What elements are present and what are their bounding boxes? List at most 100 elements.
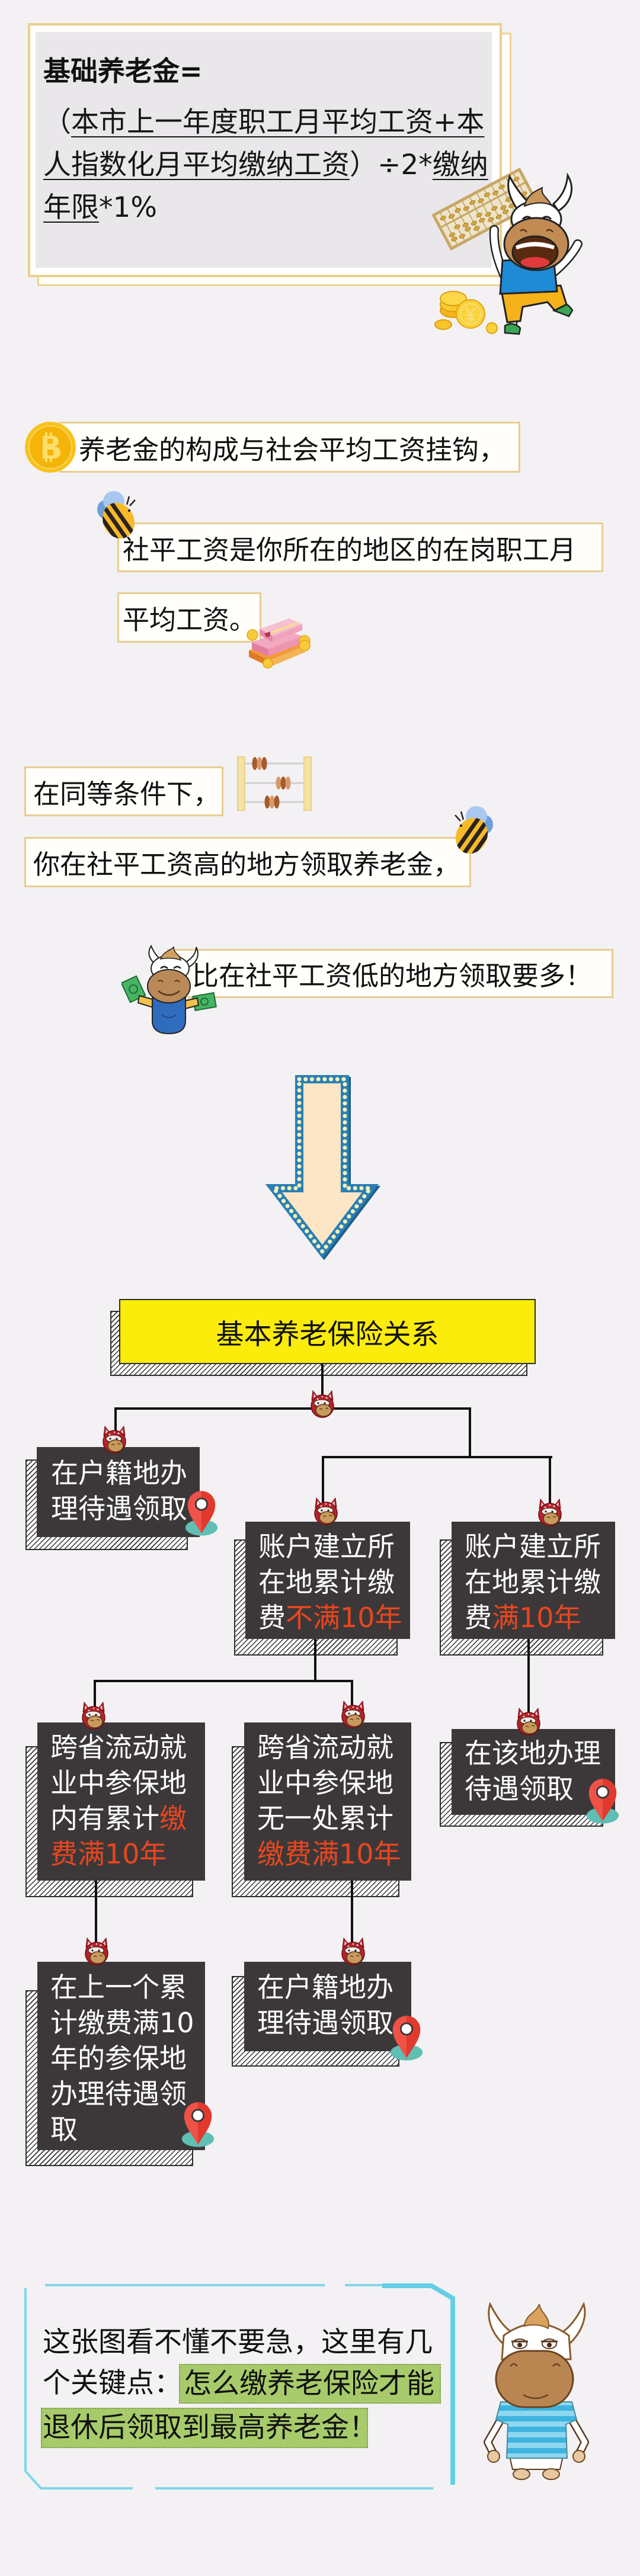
cow-in-striped-shirt-icon bbox=[484, 2301, 589, 2480]
highlight-text: 退休后领取到最高养老金！ bbox=[43, 2411, 377, 2444]
connector-line bbox=[351, 1680, 353, 1724]
node-line: 跨省流动就 bbox=[257, 1730, 411, 1765]
flowchart-root-box: 基本养老保险关系 bbox=[119, 1299, 536, 1364]
node-text: 费 bbox=[465, 1602, 492, 1634]
node-line: 业中参保地 bbox=[50, 1765, 205, 1801]
node-text-highlight: 费满10年 bbox=[50, 1838, 167, 1870]
callout-text: 在同等条件下， bbox=[33, 778, 220, 810]
node-text: 在户籍地办 bbox=[257, 1971, 393, 2003]
node-text: 在上一个累 bbox=[50, 1971, 187, 2003]
flow-node-claim-at-household-registration: 在户籍地办 理待遇领取 bbox=[37, 1447, 200, 1537]
location-pin-icon bbox=[184, 1488, 219, 1536]
cow-with-abacus-and-coins-icon bbox=[431, 167, 583, 335]
formula-segment: （ bbox=[43, 106, 71, 139]
node-line: 在地累计缴 bbox=[465, 1564, 615, 1600]
node-text-highlight: 缴 bbox=[159, 1802, 187, 1834]
connector-line bbox=[321, 1364, 324, 1410]
node-line: 费满10年 bbox=[465, 1600, 615, 1635]
callout-higher-wage-area: 你在社平工资高的地方领取养老金， bbox=[24, 837, 471, 887]
node-text: 跨省流动就 bbox=[257, 1731, 393, 1763]
callout-same-conditions: 在同等条件下， bbox=[24, 766, 223, 816]
callout-social-average-wage-definition: 社平工资是你所在的地区的在岗职工月 bbox=[117, 522, 603, 572]
node-text: 无一处累计 bbox=[257, 1802, 393, 1834]
cow-head-badge-icon bbox=[341, 1936, 366, 1966]
flow-node-claim-at-household-registration-2: 在户籍地办 理待遇领取 bbox=[244, 1962, 411, 2051]
node-text: 办理待遇领 bbox=[50, 2078, 187, 2110]
highlight-text: 怎么缴养老保险才能 bbox=[184, 2368, 434, 2400]
callout-more-than-lower-wage-area: 比在社平工资低的地方领取要多！ bbox=[167, 949, 613, 998]
abacus-icon bbox=[237, 756, 312, 811]
cow-head-badge-icon bbox=[84, 1936, 109, 1966]
node-line: 取 bbox=[50, 2112, 205, 2147]
connector-line bbox=[114, 1407, 471, 1410]
cow-holding-money-icon bbox=[121, 945, 217, 1035]
summary-line-1: 这张图看不懂不要急，这里有几 bbox=[43, 2326, 433, 2359]
formula-segment: ）÷2* bbox=[350, 149, 433, 181]
node-text: 待遇领取 bbox=[465, 1773, 574, 1805]
connector-line bbox=[549, 1456, 551, 1522]
formula-line-2: 人指数化月平均缴纳工资）÷2*缴纳 bbox=[43, 144, 488, 187]
node-line: 费满10年 bbox=[50, 1836, 205, 1872]
node-line: 理待遇领取 bbox=[51, 1491, 200, 1526]
flow-node-cross-province-with-10-years: 跨省流动就 业中参保地 内有累计缴 费满10年 bbox=[37, 1722, 205, 1881]
callout-text: 平均工资。 bbox=[123, 604, 257, 636]
node-line: 计缴费满10 bbox=[50, 2005, 205, 2041]
node-line: 费不满10年 bbox=[258, 1600, 410, 1635]
node-line: 账户建立所 bbox=[258, 1529, 410, 1564]
connector-line bbox=[527, 1639, 530, 1729]
node-line: 跨省流动就 bbox=[50, 1730, 205, 1765]
formula-line-1: （本市上一年度职工月平均工资+本 bbox=[43, 101, 484, 144]
node-line: 办理待遇领 bbox=[50, 2076, 205, 2112]
formula-segment: 年限 bbox=[43, 191, 99, 224]
callout-average-wage: 平均工资。 bbox=[117, 592, 261, 643]
node-text: 计缴费满10 bbox=[50, 2007, 194, 2039]
node-line: 待遇领取 bbox=[465, 1771, 615, 1807]
node-text: 跨省流动就 bbox=[50, 1731, 187, 1763]
formula-segment: *1% bbox=[99, 191, 158, 224]
cow-head-badge-icon bbox=[537, 1497, 562, 1527]
location-pin-icon bbox=[389, 2013, 424, 2061]
node-text: 账户建立所 bbox=[465, 1531, 601, 1563]
bee-icon bbox=[450, 806, 494, 855]
flow-node-claim-locally: 在该地办理 待遇领取 bbox=[452, 1729, 615, 1815]
node-line: 理待遇领取 bbox=[257, 2005, 411, 2041]
node-line: 在户籍地办 bbox=[51, 1455, 200, 1491]
flow-node-cross-province-without-10-years: 跨省流动就 业中参保地 无一处累计 缴费满10年 bbox=[244, 1722, 411, 1881]
money-stack-icon bbox=[247, 618, 311, 669]
callout-text: 社平工资是你所在的地区的在岗职工月 bbox=[123, 534, 577, 566]
formula-line-3: 年限*1% bbox=[43, 187, 157, 229]
node-text: 在该地办理 bbox=[465, 1737, 601, 1769]
node-line: 年的参保地 bbox=[50, 2041, 205, 2076]
node-text: 业中参保地 bbox=[257, 1767, 393, 1799]
cow-head-badge-icon bbox=[341, 1699, 366, 1729]
callout-text: 养老金的构成与社会平均工资挂钩， bbox=[79, 434, 506, 466]
node-text: 理待遇领取 bbox=[51, 1493, 187, 1525]
connector-line bbox=[322, 1456, 552, 1458]
node-line: 账户建立所 bbox=[465, 1529, 615, 1564]
node-text-highlight: 不满10年 bbox=[286, 1602, 402, 1634]
callout-text: 你在社平工资高的地方领取养老金， bbox=[33, 849, 460, 880]
bitcoin-coin-icon bbox=[25, 422, 76, 473]
node-text-highlight: 缴费满10年 bbox=[257, 1838, 401, 1870]
cow-head-badge-icon bbox=[516, 1706, 541, 1736]
connector-line bbox=[322, 1456, 324, 1522]
node-line: 内有累计缴 bbox=[50, 1801, 205, 1836]
location-pin-icon bbox=[181, 2099, 215, 2148]
connector-line bbox=[94, 1680, 96, 1724]
node-text: 费 bbox=[258, 1602, 286, 1634]
connector-line bbox=[314, 1639, 316, 1682]
node-text: 内有累计 bbox=[50, 1802, 159, 1834]
node-line: 在地累计缴 bbox=[258, 1564, 410, 1600]
node-text: 在地累计缴 bbox=[465, 1566, 601, 1598]
summary-frame bbox=[24, 2283, 455, 2490]
connector-line bbox=[351, 1881, 353, 1962]
node-text: 取 bbox=[50, 2113, 78, 2145]
formula-card-panel bbox=[36, 32, 492, 268]
node-line: 在上一个累 bbox=[50, 1969, 205, 2005]
cow-head-badge-icon bbox=[102, 1425, 127, 1454]
cow-head-badge-icon bbox=[310, 1389, 335, 1419]
down-arrow-icon bbox=[265, 1075, 381, 1260]
location-pin-icon bbox=[585, 1776, 620, 1824]
node-line: 在户籍地办 bbox=[257, 1969, 411, 2005]
callout-pension-linked-to-average-wage: 养老金的构成与社会平均工资挂钩， bbox=[59, 422, 520, 473]
